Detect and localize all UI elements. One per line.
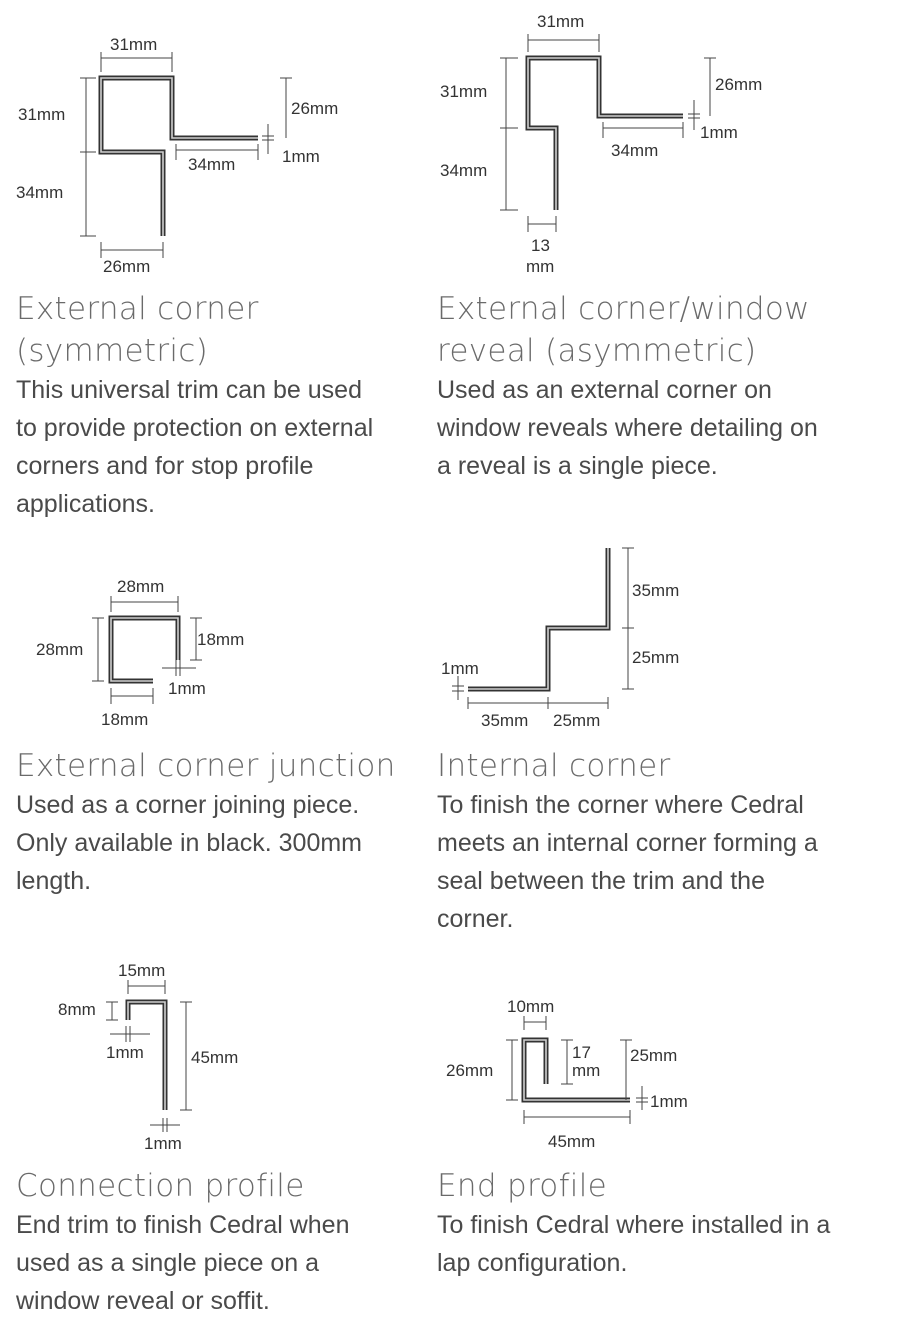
dim-thickness: 1mm	[282, 147, 320, 166]
dim-left-lower: 34mm	[440, 161, 487, 180]
dim-thickness: 1mm	[168, 679, 206, 698]
profile-description: This universal trim can be used to provi…	[16, 376, 374, 518]
dim-thickness: 1mm	[700, 123, 738, 142]
external-corner-symmetric-diagram: 31mm 31mm 34mm 26mm 1mm 34mm 26mm	[16, 35, 338, 276]
dim-top: 28mm	[117, 577, 164, 596]
dim-inner-1: 17	[572, 1043, 591, 1062]
connection-profile-diagram: 15mm 8mm 1mm 45mm 1mm	[58, 961, 238, 1153]
dim-flange: 34mm	[188, 155, 235, 174]
profile-card-external-corner-window-reveal: 31mm 31mm 34mm 26mm 1mm 34mm 13 mm Exter…	[420, 0, 908, 530]
dim-left-lower: 34mm	[16, 183, 63, 202]
profile-card-connection-profile: 15mm 8mm 1mm 45mm 1mm Connection profile…	[0, 950, 440, 1318]
dim-right: 18mm	[197, 630, 244, 649]
dim-bottom: 18mm	[101, 710, 148, 729]
title-line-1: Connection profile	[16, 1168, 305, 1204]
dim-lip: 8mm	[58, 1000, 96, 1019]
dim-upper: 35mm	[632, 581, 679, 600]
dim-bottom-1: 13	[531, 236, 550, 255]
dim-left-upper: 31mm	[18, 105, 65, 124]
dim-base-1: 35mm	[481, 711, 528, 730]
dim-thickness-bottom: 1mm	[144, 1134, 182, 1153]
dim-height: 45mm	[191, 1048, 238, 1067]
dim-bottom: 45mm	[548, 1132, 595, 1151]
title-line-2: reveal (asymmetric)	[437, 333, 757, 369]
dim-top: 15mm	[118, 961, 165, 980]
internal-corner-diagram: 35mm 25mm 1mm 35mm 25mm	[441, 547, 679, 730]
dim-left: 28mm	[36, 640, 83, 659]
dim-flange: 34mm	[611, 141, 658, 160]
profile-description: To finish Cedral where installed in a la…	[437, 1211, 831, 1277]
dim-bottom-2: mm	[526, 257, 554, 276]
end-profile-diagram: 10mm 26mm 17 mm 25mm 1mm 45mm	[446, 997, 688, 1151]
dim-base-2: 25mm	[553, 711, 600, 730]
title-line-1: End profile	[437, 1168, 607, 1204]
title-line-1: External corner	[16, 291, 259, 327]
profile-description: To finish the corner where Cedral meets …	[437, 791, 818, 933]
profile-title: Internal corner	[437, 745, 671, 787]
profile-title: External corner junction	[16, 745, 396, 787]
dim-top: 31mm	[110, 35, 157, 54]
dim-left-upper: 31mm	[440, 82, 487, 101]
profile-title: External corner (symmetric)	[16, 288, 259, 372]
external-corner-junction-diagram: 28mm 28mm 18mm 1mm 18mm	[36, 577, 244, 729]
dim-thickness-top: 1mm	[106, 1043, 144, 1062]
title-line-1: Internal corner	[437, 748, 671, 784]
dim-lower: 25mm	[632, 648, 679, 667]
dim-right-height: 26mm	[291, 99, 338, 118]
profile-card-external-corner-symmetric: 31mm 31mm 34mm 26mm 1mm 34mm 26mm Extern…	[0, 0, 440, 530]
profile-description: Used as a corner joining piece. Only ava…	[16, 791, 362, 895]
profile-description: Used as an external corner on window rev…	[437, 376, 818, 480]
profile-card-external-corner-junction: 28mm 28mm 18mm 1mm 18mm External corner …	[0, 540, 440, 940]
title-line-1: External corner/window	[437, 291, 810, 327]
profile-card-end-profile: 10mm 26mm 17 mm 25mm 1mm 45mm End profil…	[420, 950, 908, 1318]
dim-right-height: 26mm	[715, 75, 762, 94]
title-line-2: (symmetric)	[16, 333, 209, 369]
dim-top: 31mm	[537, 12, 584, 31]
dim-inner-2: mm	[572, 1061, 600, 1080]
profile-title: End profile	[437, 1165, 607, 1207]
dim-thickness: 1mm	[650, 1092, 688, 1111]
dim-bottom: 26mm	[103, 257, 150, 276]
profile-description: End trim to finish Cedral when used as a…	[16, 1211, 350, 1315]
profile-card-internal-corner: 35mm 25mm 1mm 35mm 25mm Internal corner …	[420, 540, 908, 940]
dim-left: 26mm	[446, 1061, 493, 1080]
profile-title: External corner/window reveal (asymmetri…	[437, 288, 810, 372]
dim-right: 25mm	[630, 1046, 677, 1065]
external-corner-window-reveal-diagram: 31mm 31mm 34mm 26mm 1mm 34mm 13 mm	[440, 12, 762, 276]
profile-title: Connection profile	[16, 1165, 305, 1207]
dim-top: 10mm	[507, 997, 554, 1016]
dim-thickness: 1mm	[441, 659, 479, 678]
title-line-1: External corner junction	[16, 748, 396, 784]
